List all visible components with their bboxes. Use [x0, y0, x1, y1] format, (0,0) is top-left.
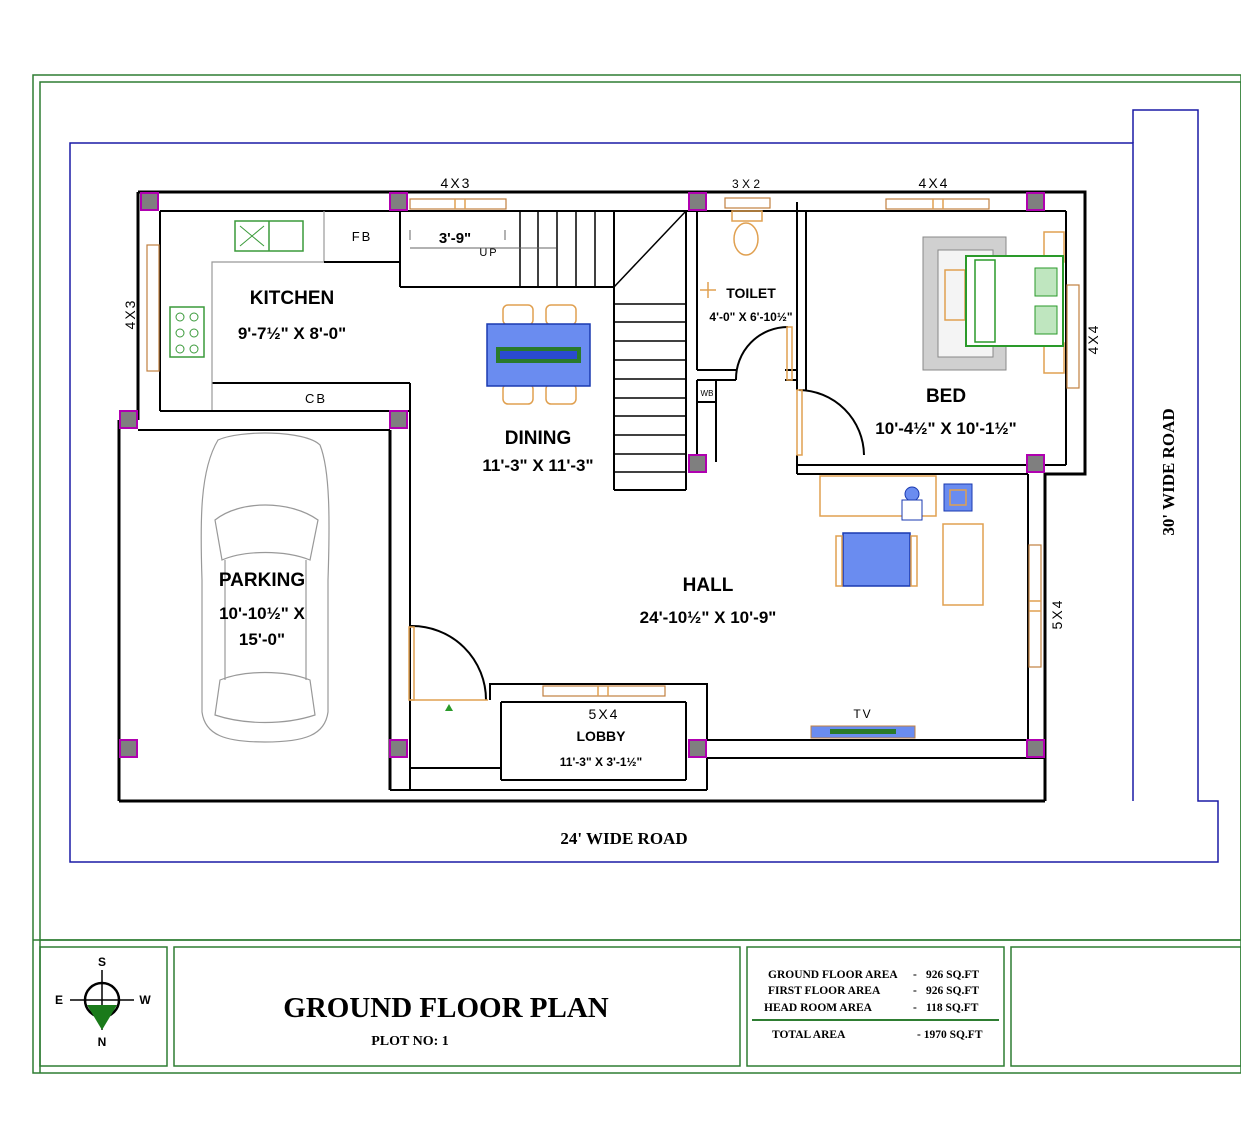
parking-size-line1: 10'-10½" X [219, 604, 305, 623]
area-value-2: 118 SQ.FT [926, 1002, 979, 1014]
parking-size-line2: 15'-0" [239, 630, 285, 649]
wb-label: WB [701, 389, 714, 398]
car [200, 432, 330, 743]
plan-title: GROUND FLOOR PLAN [283, 992, 609, 1024]
structural-columns [119, 192, 1045, 758]
window-kitchen-top: 4X3 [441, 175, 472, 191]
bed-size: 10'-4½" X 10'-1½" [875, 419, 1016, 438]
kitchen-size: 9'-7½" X 8'-0" [238, 324, 346, 343]
fixture-labels: FB CB UP WB TV 3'-9" [305, 229, 872, 721]
plot-boundary [69, 109, 1219, 863]
building-walls [117, 190, 1087, 803]
cb-label: CB [305, 391, 327, 406]
hall-size: 24'-10½" X 10'-9" [640, 608, 777, 627]
road-bottom-label: 24' WIDE ROAD [560, 829, 687, 848]
opening-labels: 4X3 3 X 2 4X4 4X3 4X4 5X4 5X4 [122, 175, 1101, 722]
bed-name: BED [926, 386, 966, 407]
room-labels: KITCHEN 9'-7½" X 8'-0" DINING 11'-3" X 1… [219, 285, 1017, 769]
dining-name: DINING [505, 428, 572, 449]
parking-name: PARKING [219, 570, 305, 591]
window-bed-right: 4X4 [1085, 324, 1101, 355]
compass-icon: S E W N [55, 955, 151, 1049]
fb-label: FB [352, 229, 373, 244]
bed-furniture [922, 231, 1065, 374]
compass-n: N [98, 1035, 107, 1049]
kitchen-fixtures [169, 220, 304, 358]
area-label-0: GROUND FLOOR AREA [768, 969, 898, 981]
staircase [409, 210, 687, 473]
window-hall-right: 5X4 [1049, 599, 1065, 630]
window-kitchen-left: 4X3 [122, 299, 138, 330]
up-label: UP [479, 247, 498, 259]
hall-name: HALL [683, 575, 734, 596]
window-toilet-top: 3 X 2 [732, 177, 760, 191]
area-label-1: FIRST FLOOR AREA [768, 985, 881, 997]
compass-e: E [55, 993, 63, 1007]
toilet-name: TOILET [726, 285, 776, 301]
road-right-label: 30' WIDE ROAD [1159, 408, 1178, 535]
tv-label: TV [853, 707, 872, 721]
window-bed-top: 4X4 [919, 175, 950, 191]
dining-size: 11'-3" X 11'-3" [482, 456, 593, 475]
lobby-size: 11'-3" X 3'-1½" [560, 755, 642, 769]
area-sep-0: - [913, 969, 917, 981]
compass-w: W [139, 993, 151, 1007]
doors [408, 326, 865, 701]
hall-furniture [810, 475, 984, 739]
area-sep-1: - [913, 985, 917, 997]
total-area-label: TOTAL AREA [772, 1029, 846, 1041]
window-lobby: 5X4 [589, 706, 620, 722]
toilet-fixtures [700, 210, 763, 298]
area-sep-2: - [913, 1002, 917, 1014]
area-value-1: 926 SQ.FT [926, 985, 979, 997]
windows [146, 197, 1080, 697]
compass-s: S [98, 955, 106, 969]
toilet-size: 4'-0" X 6'-10½" [709, 310, 792, 324]
area-label-2: HEAD ROOM AREA [764, 1002, 873, 1014]
kitchen-name: KITCHEN [250, 288, 334, 309]
total-area-value: - 1970 SQ.FT [917, 1029, 983, 1041]
plot-number: PLOT NO: 1 [371, 1034, 449, 1049]
dining-table [486, 304, 591, 405]
stair-width-label: 3'-9" [439, 230, 471, 247]
title-block: S E W N GROUND FLOOR PLAN PLOT NO: 1 GRO… [33, 939, 1241, 1067]
area-value-0: 926 SQ.FT [926, 969, 979, 981]
drawing-frame [32, 74, 1241, 1074]
entrance-marker [445, 704, 453, 711]
lobby-name: LOBBY [577, 728, 627, 744]
